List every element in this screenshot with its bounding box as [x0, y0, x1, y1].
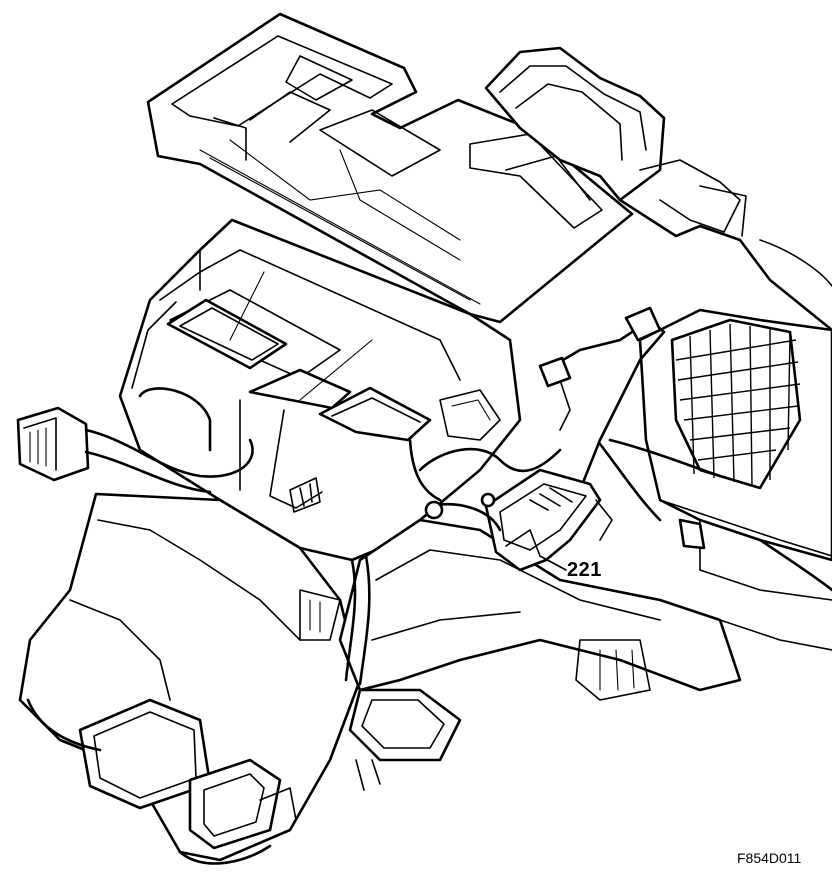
servo-motor [484, 468, 613, 572]
callout-label-221: 221 [567, 559, 602, 581]
blower-housing [638, 239, 832, 651]
top-vent-frame [146, 12, 634, 324]
callout-leader-221 [539, 555, 567, 571]
blower-grid [675, 323, 801, 487]
figure-id: F854D011 [737, 850, 802, 866]
rear-duct [484, 46, 832, 332]
lower-housing [338, 518, 742, 791]
damper-linkage [408, 306, 722, 532]
left-connector [16, 387, 254, 494]
floor-ducts [18, 492, 362, 865]
